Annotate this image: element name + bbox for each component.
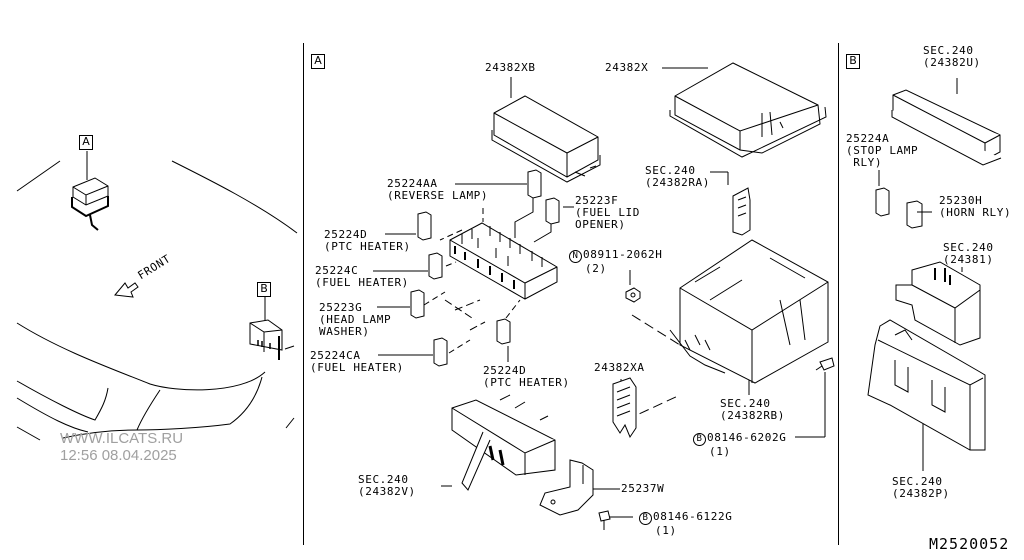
section-b-tag: B: [846, 54, 860, 69]
bracket-25237w: [539, 459, 594, 516]
callout-b-overview[interactable]: B: [257, 282, 271, 297]
relay-icons-section-a: [410, 169, 923, 367]
part-label-25224aa[interactable]: 25224AA(REVERSE LAMP): [387, 177, 489, 202]
overview-fuse-block-b: [249, 296, 283, 360]
relay-block-24381: [895, 261, 981, 346]
part-label-sec240-24381[interactable]: SEC.240(24381): [943, 241, 994, 266]
part-label-24382x[interactable]: 24382X: [605, 61, 649, 74]
part-label-25224ca[interactable]: 25224CA(FUEL HEATER): [310, 349, 404, 374]
housing-24382rb: [669, 239, 829, 384]
bolt-prefix-icon: B: [639, 512, 652, 525]
drawing-code: M2520052: [929, 535, 1010, 553]
nut-prefix-icon: N: [569, 250, 582, 263]
overview-fuse-block-a: [71, 151, 109, 231]
section-a-tag: A: [311, 54, 325, 69]
clip-24382xa: [612, 377, 637, 439]
bolt-prefix-icon: B: [693, 433, 706, 446]
part-label-25224d-upper[interactable]: 25224D(PTC HEATER): [324, 228, 411, 253]
part-label-24382xa[interactable]: 24382XA: [594, 361, 645, 374]
bolt-lower-icon: [598, 510, 611, 530]
cover-24382xb: [491, 77, 601, 183]
bolt-icon: [815, 357, 835, 371]
cover-24382x: [662, 62, 827, 158]
part-label-sec240-24382p[interactable]: SEC.240(24382P): [892, 475, 950, 500]
vehicle-outline: [16, 160, 298, 441]
nut-icon: [625, 287, 641, 303]
part-label-25237w[interactable]: 25237W: [621, 482, 665, 495]
callout-a-overview[interactable]: A: [79, 135, 93, 150]
cover-24382u: [891, 89, 1002, 166]
part-label-sec240-24382rb[interactable]: SEC.240(24382RB): [720, 397, 786, 422]
housing-24382p: [867, 319, 986, 451]
part-label-25224a[interactable]: 25224A(STOP LAMP RLY): [846, 132, 919, 169]
relay-block: [449, 222, 558, 300]
part-label-24382xb[interactable]: 24382XB: [485, 61, 536, 74]
part-label-sec240-24382u[interactable]: SEC.240(24382U): [923, 44, 981, 69]
bracket-24382ra: [732, 187, 751, 236]
front-arrow-icon: [114, 282, 139, 298]
part-label-sec240-24382ra[interactable]: SEC.240(24382RA): [645, 164, 711, 189]
part-label-25224c[interactable]: 25224C(FUEL HEATER): [315, 264, 409, 289]
part-label-sec240-24382v[interactable]: SEC.240(24382V): [358, 473, 416, 498]
tray-24382v: [451, 394, 556, 491]
part-label-25230h[interactable]: 25230H(HORN RLY): [939, 194, 1012, 219]
part-label-25224d-lower[interactable]: 25224D(PTC HEATER): [483, 364, 570, 389]
